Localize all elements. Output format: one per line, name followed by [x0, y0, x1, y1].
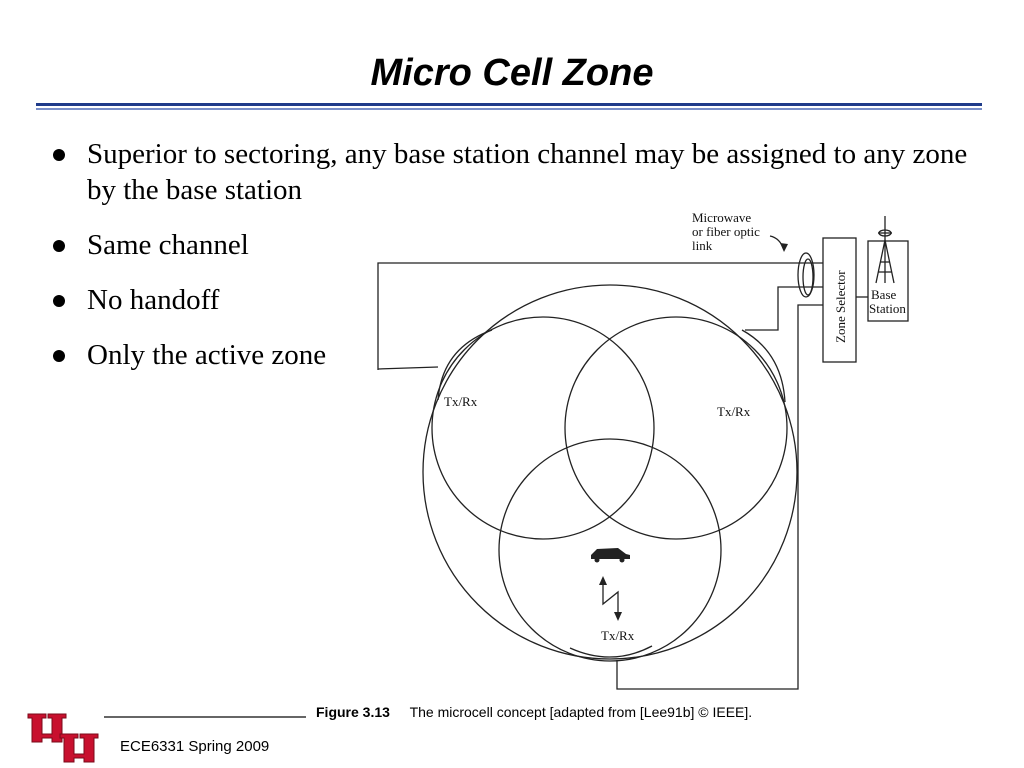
footer-rule: [104, 716, 306, 718]
txrx-label-right: Tx/Rx: [717, 404, 751, 419]
figure-caption-text: The microcell concept [adapted from [Lee…: [409, 704, 753, 720]
feed-line-bottom: [616, 304, 823, 690]
link-label-line3: link: [692, 238, 713, 253]
bullet-item: Superior to sectoring, any base station …: [48, 136, 968, 208]
signal-bolt-icon: [602, 580, 619, 617]
feed-line-left-connect: [377, 366, 439, 370]
tower-icon: [875, 216, 895, 284]
bullet-item: Same channel: [48, 227, 968, 263]
bullet-dot-icon: [53, 149, 65, 161]
title-rule: [36, 103, 982, 106]
antenna-arc-left: [437, 329, 493, 401]
link-pointer-arrow: [769, 235, 785, 251]
feed-line-left: [377, 262, 823, 370]
feed-line-right: [745, 286, 823, 331]
bullet-dot-icon: [53, 240, 65, 252]
zone-selector-box: [822, 237, 857, 363]
zone-circle-bottom: [498, 438, 722, 662]
car-icon: [591, 548, 630, 563]
link-label-line2: or fiber optic: [692, 224, 760, 239]
zone-circle-right: [564, 316, 788, 540]
antenna-arc-bottom: [569, 645, 653, 658]
bullet-item: Only the active zone: [48, 337, 968, 373]
txrx-label-left: Tx/Rx: [444, 394, 478, 409]
bullet-list: Superior to sectoring, any base station …: [48, 136, 968, 392]
university-logo: UH: [26, 712, 99, 763]
figure-caption: Figure 3.13 The microcell concept [adapt…: [316, 704, 752, 720]
base-station-label-line1: Base: [871, 287, 897, 302]
title-rule-secondary: [36, 108, 982, 110]
txrx-label-bottom: Tx/Rx: [601, 628, 635, 643]
macro-cell-circle: [422, 284, 798, 660]
zone-selector-label: Zone Selector: [833, 270, 848, 343]
link-label-line1: Microwave: [692, 210, 751, 225]
slide-title: Micro Cell Zone: [370, 52, 654, 94]
figure-number: Figure 3.13: [316, 704, 390, 720]
link-ellipse: [797, 252, 815, 298]
bullet-dot-icon: [53, 350, 65, 362]
zone-circle-left: [431, 316, 655, 540]
bullet-item: No handoff: [48, 282, 968, 318]
base-station-label-line2: Station: [869, 301, 906, 316]
bullet-dot-icon: [53, 295, 65, 307]
svg-text:UH: UH: [26, 712, 28, 713]
link-ellipse-2: [802, 258, 814, 296]
antenna-arc-right: [741, 329, 786, 403]
footer-course: ECE6331 Spring 2009: [120, 738, 270, 755]
